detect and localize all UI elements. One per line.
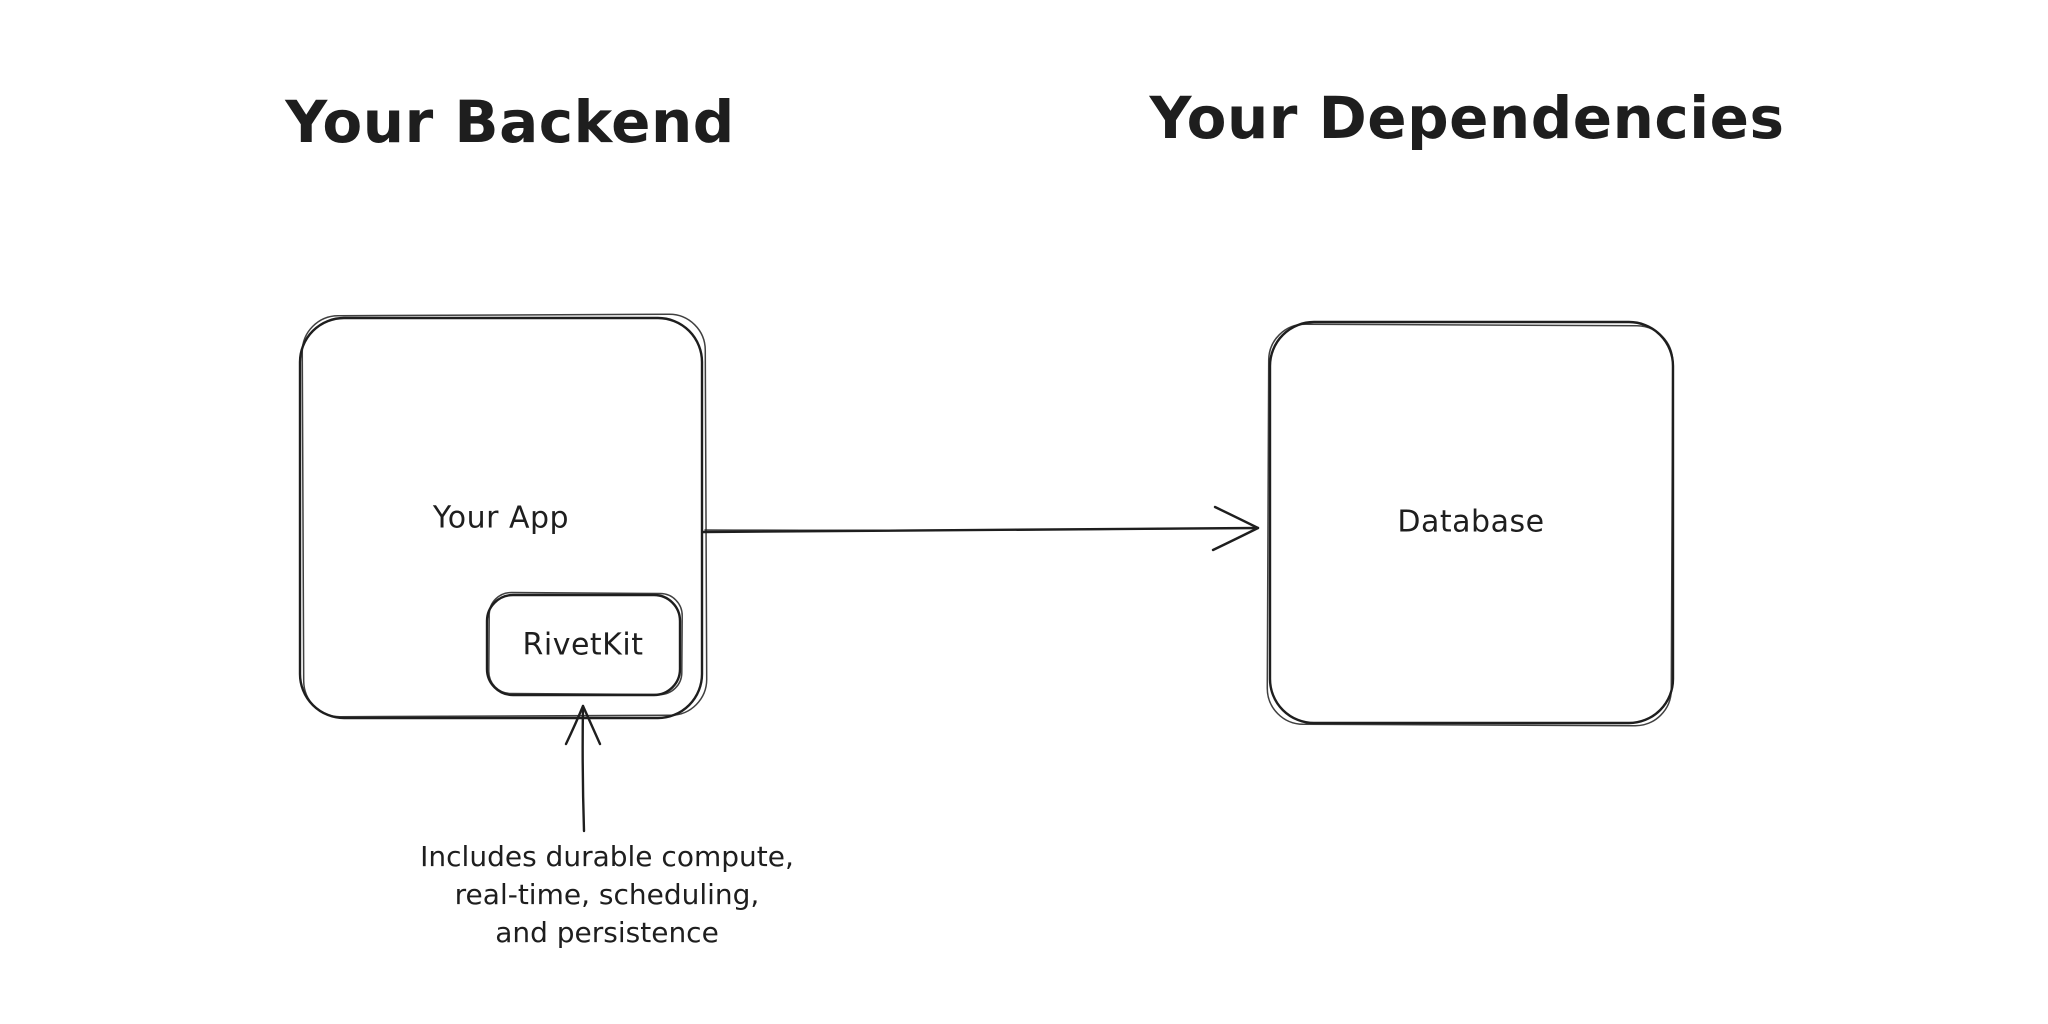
rivetkit-label: RivetKit	[522, 627, 644, 663]
app-to-database-arrow	[701, 505, 1260, 552]
database-label: Database	[1397, 504, 1545, 540]
your-app-label: Your App	[432, 500, 570, 536]
backend-title: Your Backend	[285, 88, 735, 156]
dependencies-title: Your Dependencies	[1149, 84, 1785, 152]
your-app-box	[298, 313, 708, 720]
database-box	[1266, 320, 1675, 727]
rivetkit-box	[485, 591, 683, 697]
rivetkit-annotation: Includes durable compute, real-time, sch…	[420, 839, 794, 950]
annotation-to-rivetkit-arrow	[564, 704, 602, 833]
